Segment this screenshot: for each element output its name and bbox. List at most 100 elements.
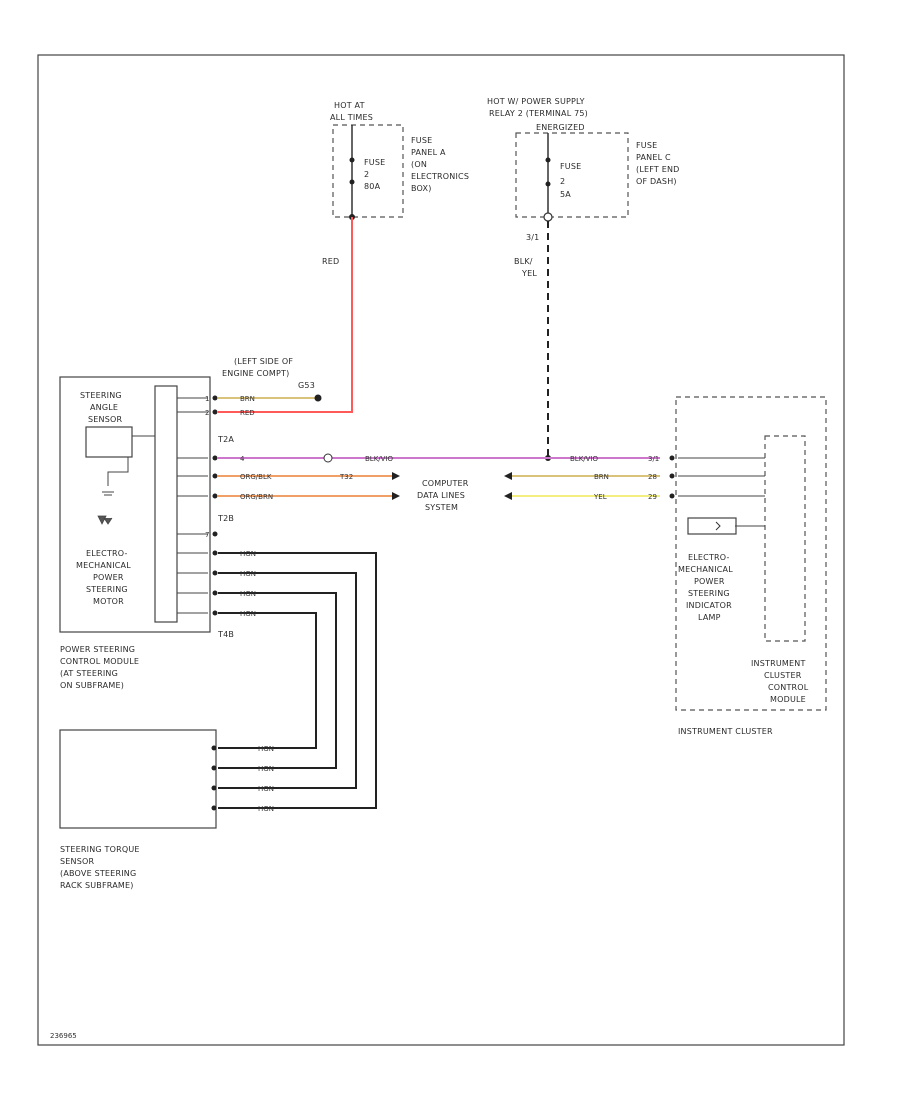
angle-sensor-line1: STEERING [80, 391, 122, 400]
indicator-lamp [687, 517, 737, 535]
pin-right-1: 3/1 [648, 455, 659, 463]
module-label4: ON SUBFRAME) [60, 681, 124, 690]
power-steering-module: STEERING ANGLE SENSOR ELECTRO- MECHANICA… [59, 376, 211, 690]
motor-line4: STEERING [86, 585, 128, 594]
torque-label3: (ABOVE STEERING [60, 869, 136, 878]
harness-2: HGN [240, 570, 256, 578]
cluster-box [675, 396, 827, 711]
blk-yel-label2: YEL [521, 269, 537, 278]
fuse-a-panel4: ELECTRONICS [411, 172, 469, 181]
data-lines-1: COMPUTER [422, 479, 469, 488]
cluster-module-4: MODULE [770, 695, 806, 704]
motor-symbol [97, 515, 113, 525]
blk-yel-label1: BLK/ [514, 257, 533, 266]
fuse-a-panel3: (ON [411, 160, 427, 169]
connector-t2b: T2B [217, 514, 234, 523]
harness-lower-2: HGN [258, 765, 274, 773]
fuse-c-panel1: FUSE [636, 141, 657, 150]
torque-sensor-box [59, 729, 217, 829]
pin-1: 1 [205, 395, 209, 403]
pin-2: 2 [205, 409, 209, 417]
ground-label3: G53 [298, 381, 315, 390]
indicator-label6: LAMP [698, 613, 721, 622]
steering-torque-sensor: STEERING TORQUE SENSOR (ABOVE STEERING R… [59, 729, 217, 890]
harness-lower-1: HGN [258, 745, 274, 753]
indicator-label3: POWER [694, 577, 725, 586]
angle-sensor-line2: ANGLE [90, 403, 118, 412]
torque-label4: RACK SUBFRAME) [60, 881, 134, 890]
diagram-frame [37, 54, 845, 1046]
pin-right-2: 28 [648, 473, 657, 481]
angle-sensor-line3: SENSOR [88, 415, 122, 424]
fuse-c-label2: 2 [560, 177, 565, 186]
cluster-module-box [764, 435, 806, 642]
module-label2: CONTROL MODULE [60, 657, 139, 666]
data-lines-2: DATA LINES [417, 491, 465, 500]
fuse-a-label2: 2 [364, 170, 369, 179]
fuse-c-panel4: OF DASH) [636, 177, 677, 186]
fuse-panel-c: HOT W/ POWER SUPPLY RELAY 2 (TERMINAL 75… [487, 97, 680, 222]
module-box [59, 376, 211, 633]
indicator-label4: STEERING [688, 589, 730, 598]
fuse-c-panel3: (LEFT END [636, 165, 680, 174]
pin-5: 7 [205, 531, 209, 539]
pin-3: 4 [240, 455, 245, 463]
cluster-module-2: CLUSTER [764, 671, 802, 680]
fuse-panel-a: HOT AT ALL TIMES FUSE 2 80A FUSE PANEL A… [330, 101, 469, 220]
blk-yel-pin: 3/1 [526, 233, 539, 242]
blk-vio-right-label: BLK/VIO [570, 455, 599, 463]
fuse-c-panel2: PANEL C [636, 153, 671, 162]
org-blk-label: ORG/BLK [240, 473, 272, 481]
fuse-c-label1: FUSE [560, 162, 581, 171]
brn-right-label: BRN [594, 473, 609, 481]
brn-label: BRN [240, 395, 255, 403]
fuse-a-label3: 80A [364, 182, 381, 191]
yel-right-label: YEL [593, 493, 607, 501]
motor-line2: MECHANICAL [76, 561, 131, 570]
instrument-cluster: ELECTRO- MECHANICAL POWER STEERING INDIC… [669, 396, 827, 736]
torque-label2: SENSOR [60, 857, 94, 866]
fuse-a-panel1: FUSE [411, 136, 432, 145]
angle-sensor-box [85, 426, 133, 458]
motor-line3: POWER [93, 573, 124, 582]
red-power-wire [232, 217, 353, 413]
blk-vio-left-label: BLK/VIO [365, 455, 394, 463]
fuse-c-terminal-top [545, 157, 551, 163]
torque-label1: STEERING TORQUE [60, 845, 140, 854]
module-label3: (AT STEERING [60, 669, 118, 678]
ground-label1: (LEFT SIDE OF [234, 357, 293, 366]
harness-1: HGN [240, 550, 256, 558]
pin-right-3: 29 [648, 493, 657, 501]
pin-4: T32 [339, 473, 353, 481]
indicator-label1: ELECTRO- [688, 553, 730, 562]
fuse-a-hot-line2: ALL TIMES [330, 113, 373, 122]
org-brn-label: ORG/BRN [240, 493, 273, 501]
connector-t4b: T4B [217, 630, 234, 639]
fuse-c-box [515, 132, 629, 218]
fuse-c-hot-line2: RELAY 2 (TERMINAL 75) [489, 109, 588, 118]
indicator-label2: MECHANICAL [678, 565, 733, 574]
motor-line1: ELECTRO- [86, 549, 128, 558]
red-wire-label: RED [322, 257, 339, 266]
fuse-a-terminal-top [349, 157, 355, 163]
fuse-a-panel2: PANEL A [411, 148, 446, 157]
data-lines-3: SYSTEM [425, 503, 458, 512]
cluster-module-1: INSTRUMENT [751, 659, 806, 668]
ground-label2: ENGINE COMPT) [222, 369, 289, 378]
motor-line5: MOTOR [93, 597, 124, 606]
cluster-module-3: CONTROL [768, 683, 809, 692]
fuse-a-terminal-bottom [349, 179, 355, 185]
module-label1: POWER STEERING [60, 645, 135, 654]
red2-label: RED [240, 409, 255, 417]
harness-3: HGN [240, 590, 256, 598]
cluster-title: INSTRUMENT CLUSTER [678, 727, 773, 736]
fuse-c-terminal-bottom [545, 181, 551, 187]
torque-harness [218, 552, 377, 809]
harness-lower-3: HGN [258, 785, 274, 793]
connector-t2a: T2A [217, 435, 234, 444]
harness-4: HGN [240, 610, 256, 618]
footer-code: 236965 [50, 1032, 77, 1040]
harness-lower-4: HGN [258, 805, 274, 813]
fuse-a-label1: FUSE [364, 158, 385, 167]
fuse-c-label3: 5A [560, 190, 571, 199]
